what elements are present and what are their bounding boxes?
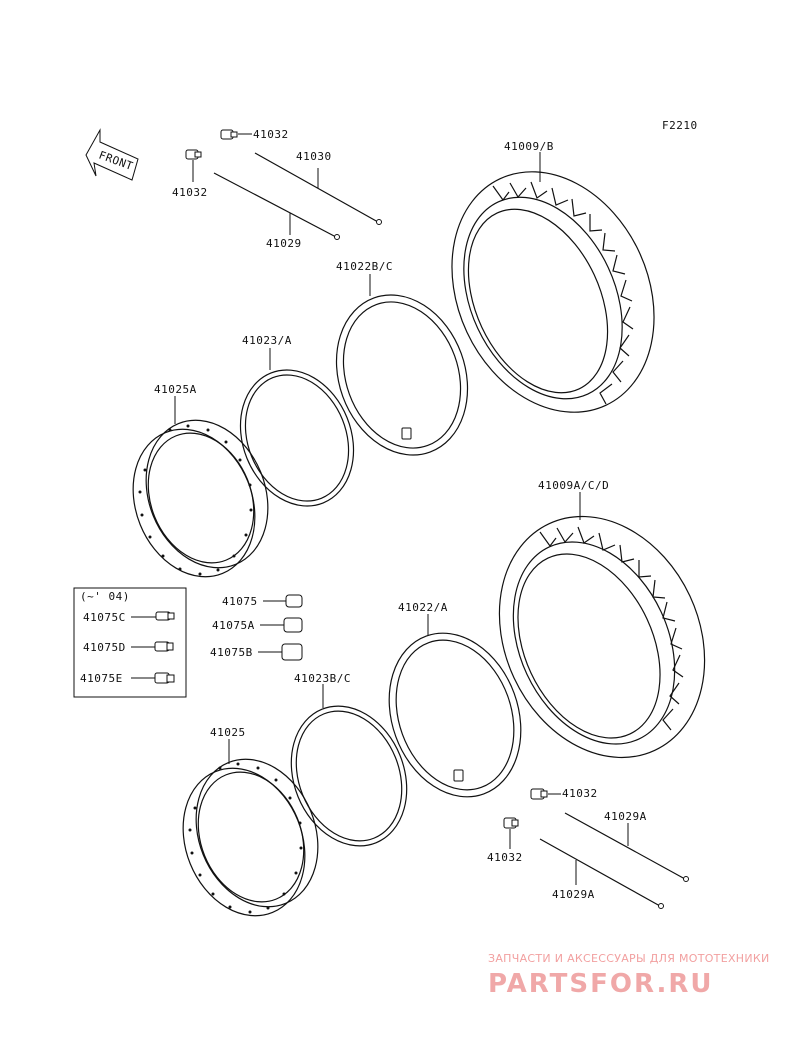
callout-valve-cap-upper-a: 41032 <box>253 128 289 141</box>
callout-valve-cap-upper-b: 41032 <box>172 186 208 199</box>
front-arrow-icon: FRONT <box>85 128 139 181</box>
valve-cap-upper-b[interactable] <box>185 149 202 182</box>
tube-lower[interactable] <box>367 614 543 815</box>
valve-41075b[interactable] <box>281 643 303 661</box>
callout-tire-upper: 41009/B <box>504 140 554 153</box>
callout-rim-lower: 41025 <box>210 726 246 739</box>
callout-tube-lower: 41022/A <box>398 601 448 614</box>
callout-valve-41075b: 41075B <box>210 646 253 659</box>
valve-41075d[interactable] <box>154 641 174 652</box>
tire-upper[interactable] <box>414 139 692 446</box>
variant-box: (~' 04) 41075C 41075D 41075E <box>73 587 187 698</box>
variant-item-41075c: 41075C <box>83 611 126 624</box>
tube-upper[interactable] <box>315 274 489 474</box>
valve-41075e[interactable] <box>154 672 175 684</box>
variant-box-note: (~' 04) <box>80 590 130 603</box>
valve-41075[interactable] <box>285 594 303 608</box>
variant-item-41075e: 41075E <box>80 672 123 685</box>
valve-41075a[interactable] <box>283 617 303 633</box>
callout-rim-band-upper: 41023/A <box>242 334 292 347</box>
figure-code: F2210 <box>662 119 698 132</box>
callout-rim-band-lower: 41023B/C <box>294 672 351 685</box>
callout-spoke-upper-a: 41030 <box>296 150 332 163</box>
callout-spoke-lower-b: 41029A <box>552 888 595 901</box>
callout-spoke-upper-b: 41029 <box>266 237 302 250</box>
spoke-upper-a[interactable] <box>254 152 382 225</box>
rim-band-lower[interactable] <box>271 684 427 863</box>
watermark: ЗАПЧАСТИ И АКСЕССУАРЫ ДЛЯ МОТОТЕХНИКИ PA… <box>488 952 770 999</box>
callout-rim-upper: 41025A <box>154 383 197 396</box>
valve-cap-lower-b[interactable] <box>503 817 519 849</box>
valve-cap-lower-a[interactable] <box>530 788 561 800</box>
variant-item-41075d: 41075D <box>83 641 126 654</box>
valve-cap-upper-a[interactable] <box>220 129 252 140</box>
callout-tube-upper: 41022B/C <box>336 260 393 273</box>
rim-lower[interactable] <box>162 739 339 934</box>
spoke-lower-b[interactable] <box>539 838 664 909</box>
callout-tire-lower: 41009A/C/D <box>538 479 609 492</box>
callout-valve-cap-lower-b: 41032 <box>487 851 523 864</box>
tire-lower[interactable] <box>461 483 742 792</box>
valve-41075c[interactable] <box>155 611 175 621</box>
callout-valve-41075: 41075 <box>222 595 258 608</box>
spoke-upper-b[interactable] <box>213 172 340 240</box>
callout-valve-cap-lower-a: 41032 <box>562 787 598 800</box>
callout-valve-41075a: 41075A <box>212 619 255 632</box>
callout-spoke-lower-a: 41029A <box>604 810 647 823</box>
spoke-lower-a[interactable] <box>564 812 689 882</box>
rim-band-upper[interactable] <box>221 348 374 523</box>
rim-upper[interactable] <box>112 396 289 595</box>
watermark-brand: PARTSFOR.RU <box>488 969 713 999</box>
watermark-tagline: ЗАПЧАСТИ И АКСЕССУАРЫ ДЛЯ МОТОТЕХНИКИ <box>488 952 770 965</box>
